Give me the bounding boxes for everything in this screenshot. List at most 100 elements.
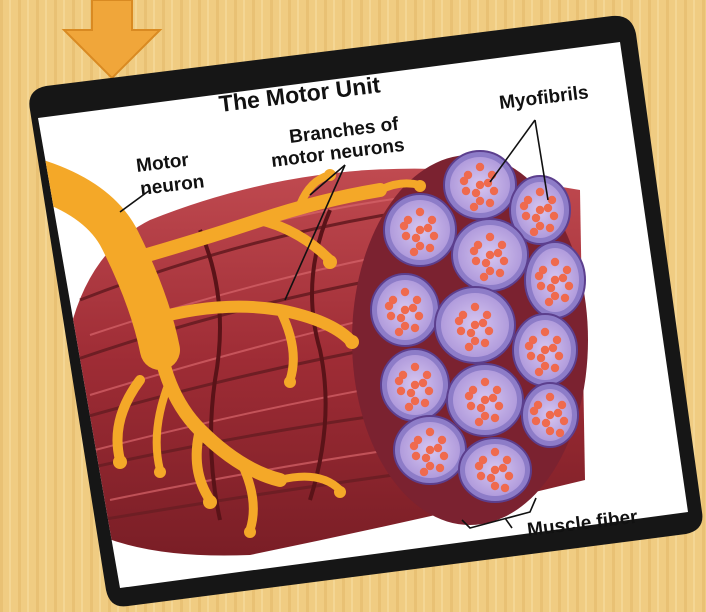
myofibril-dot: [550, 212, 558, 220]
motor-unit-illustration: [40, 151, 588, 556]
myofibril-dot: [412, 452, 420, 460]
myofibril-dot: [415, 312, 423, 320]
myofibril-dot: [535, 272, 543, 280]
myofibril-dot: [565, 282, 573, 290]
myofibril-dot: [397, 314, 405, 322]
myofibril-dot: [462, 187, 470, 195]
myofibril-dot: [423, 371, 431, 379]
myofibril-dot: [496, 269, 504, 277]
myofibril-dot: [544, 204, 552, 212]
myofibril-dot: [401, 322, 409, 330]
muscle-fiber-section: [459, 438, 531, 502]
myofibril-dot: [486, 233, 494, 241]
myofibril-dot: [532, 417, 540, 425]
myofibril-dot: [411, 397, 419, 405]
myofibril-dot: [416, 226, 424, 234]
myofibril-dot: [470, 247, 478, 255]
myofibril-dot: [554, 409, 562, 417]
myofibril-dot: [535, 368, 543, 376]
myofibril-dot: [555, 352, 563, 360]
myofibril-dot: [401, 288, 409, 296]
myofibril-dot: [522, 212, 530, 220]
myofibril-dot: [563, 266, 571, 274]
myofibril-dot: [476, 163, 484, 171]
myofibril-dot: [477, 472, 485, 480]
myofibril-dot: [426, 446, 434, 454]
myofibril-dot: [472, 257, 480, 265]
myofibril-dot: [551, 292, 559, 300]
myofibril-dot: [541, 362, 549, 370]
myofibril-dot: [476, 197, 484, 205]
myofibril-dot: [426, 462, 434, 470]
myofibril-dot: [395, 328, 403, 336]
myofibril-dot: [465, 343, 473, 351]
muscle-fiber-section: [371, 274, 439, 346]
myofibril-dot: [498, 241, 506, 249]
myofibril-dot: [558, 401, 566, 409]
myofibril-dot: [476, 181, 484, 189]
myofibril-dot: [500, 257, 508, 265]
myofibril-dot: [548, 196, 556, 204]
myofibril-dot: [409, 304, 417, 312]
myofibril-dot: [546, 411, 554, 419]
myofibril-dot: [420, 468, 428, 476]
myofibril-dot: [397, 387, 405, 395]
myofibril-dot: [416, 208, 424, 216]
myofibril-dot: [489, 394, 497, 402]
myofibril-dot: [553, 336, 561, 344]
muscle-fiber-section: [525, 242, 585, 318]
myofibril-dot: [428, 216, 436, 224]
myofibril-dot: [401, 306, 409, 314]
myofibril-dot: [455, 317, 463, 325]
myofibril-dot: [490, 187, 498, 195]
myofibril-dot: [525, 342, 533, 350]
myofibril-dot: [560, 417, 568, 425]
muscle-fiber-section: [522, 383, 578, 447]
myofibril-dot: [493, 386, 501, 394]
myofibril-dot: [434, 444, 442, 452]
myofibril-dot: [491, 448, 499, 456]
myofibril-dot: [405, 403, 413, 411]
myofibril-dot: [541, 346, 549, 354]
myofibril-dot: [426, 428, 434, 436]
myofibril-dot: [495, 402, 503, 410]
myofibril-dot: [471, 337, 479, 345]
myofibril-dot: [487, 474, 495, 482]
myofibril-dot: [410, 442, 418, 450]
myofibril-dot: [416, 242, 424, 250]
myofibril-dot: [505, 472, 513, 480]
myofibril-dot: [486, 251, 494, 259]
myofibril-dot: [480, 273, 488, 281]
myofibril-dot: [545, 298, 553, 306]
myofibril-dot: [491, 466, 499, 474]
myofibril-dot: [477, 404, 485, 412]
myofibril-dot: [485, 327, 493, 335]
myofibril-dot: [387, 312, 395, 320]
myofibril-dot: [481, 412, 489, 420]
myofibril-dot: [503, 456, 511, 464]
myofibril-dot: [520, 202, 528, 210]
myofibril-dot: [426, 244, 434, 252]
myofibril-dot: [537, 282, 545, 290]
myofibril-dot: [411, 324, 419, 332]
myofibril-dot: [536, 188, 544, 196]
myofibril-dot: [440, 452, 448, 460]
myofibril-dot: [413, 296, 421, 304]
myofibril-dot: [481, 378, 489, 386]
myofibril-dot: [438, 436, 446, 444]
myofibril-dot: [481, 396, 489, 404]
myofibril-dot: [400, 222, 408, 230]
myofibril-dot: [471, 321, 479, 329]
myofibril-dot: [422, 454, 430, 462]
myofibril-dot: [412, 234, 420, 242]
muscle-fiber-section: [381, 349, 449, 421]
myofibril-dot: [532, 214, 540, 222]
myofibril-dot: [460, 177, 468, 185]
myofibril-dot: [546, 427, 554, 435]
muscle-fiber-section: [452, 219, 528, 291]
myofibril-dot: [527, 352, 535, 360]
myofibril-dot: [501, 484, 509, 492]
myofibril-dot: [537, 354, 545, 362]
myofibril-dot: [425, 387, 433, 395]
